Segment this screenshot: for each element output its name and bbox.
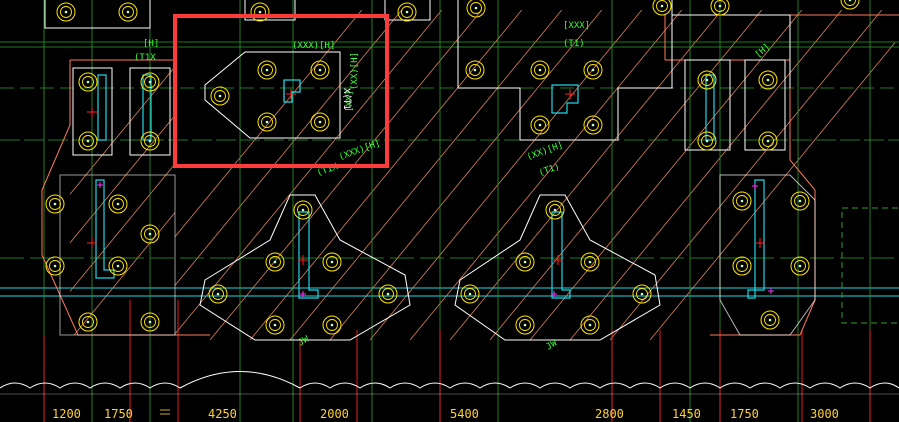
pile-symbol [732,191,752,211]
dimension-row: 1200 1750 4250 2000 5400 2800 1450 1750 … [52,407,839,421]
label-cap-side: X(T1 [341,88,351,110]
pile-symbol [697,131,717,151]
pile-symbol [265,315,285,335]
pile-symbol [140,224,160,244]
pile-symbol [108,256,128,276]
magenta-markers [97,182,774,297]
pile-symbol [580,315,600,335]
pile-symbol [78,72,98,92]
label-code-j: JW [545,338,560,352]
pile-symbol [118,2,138,22]
pile-symbol [310,112,330,132]
pile-symbol [515,315,535,335]
pile-symbol [210,86,230,106]
pile-symbol [760,310,780,330]
dimension-8: 1750 [730,407,759,421]
pile-symbol [322,252,342,272]
pile-symbol [465,60,485,80]
pile-symbol [78,131,98,151]
column-center-marks [87,89,765,265]
pile-symbol [652,0,672,16]
pile-symbol [697,70,717,90]
label-cap-b: (T1) [563,39,585,49]
pile-symbol [140,72,160,92]
label-code-i: JW [297,334,312,348]
pile-symbol [583,115,603,135]
dimension-9: 3000 [810,407,839,421]
dimension-1: 1200 [52,407,81,421]
pile-symbol [758,70,778,90]
pile-symbol [790,256,810,276]
label-code-b: (XXX)[H] [292,41,335,51]
label-cap-a: (T1X [134,53,156,63]
dashed-box-right [841,207,899,324]
pile-cap-outlines [44,0,816,341]
label-code-f: [XXX] [563,21,590,31]
pile-symbol [515,252,535,272]
pile-symbol [140,312,160,332]
pile-symbol [378,284,398,304]
pile-symbol [710,0,730,16]
pile-symbol [397,2,417,22]
dimension-4: 2000 [320,407,349,421]
column-shapes [95,74,765,299]
pile-symbol [758,131,778,151]
dimension-6: 2800 [595,407,624,421]
label-code-h: [XX] [345,90,355,112]
pile-symbol [545,200,565,220]
hatch-lines-left [70,60,210,335]
pile-symbol [790,191,810,211]
pile-symbol [322,315,342,335]
pile-symbol [466,0,486,18]
pile-symbol [310,60,330,80]
label-code-a: [H] [143,39,159,49]
pile-symbol [45,194,65,214]
pile-symbol [257,60,277,80]
pile-symbol [45,256,65,276]
pile-group [45,0,860,335]
pile-symbol [108,194,128,214]
pile-symbol [580,252,600,272]
pile-symbol [530,60,550,80]
dimension-ticks [160,409,170,415]
pile-symbol [530,115,550,135]
dimension-7: 1450 [672,407,701,421]
dimension-3: 4250 [208,407,237,421]
pile-symbol [460,284,480,304]
pile-symbol [56,2,76,22]
pile-symbol [257,112,277,132]
dimension-5: 5400 [450,407,479,421]
pile-symbol [208,284,228,304]
pile-symbol [140,131,160,151]
scalloped-boundary [0,371,899,389]
pile-symbol [583,60,603,80]
red-axis-lines [43,300,871,422]
pile-symbol [293,200,313,220]
dimension-2: 1750 [104,407,133,421]
pile-symbol [265,252,285,272]
label-code-g: (XX)[H] [350,52,360,90]
pile-symbol [632,284,652,304]
hatch-lines [175,10,895,340]
selection-box[interactable] [173,14,389,168]
pile-symbol [840,0,860,10]
pile-symbol [78,312,98,332]
pile-symbol [732,256,752,276]
